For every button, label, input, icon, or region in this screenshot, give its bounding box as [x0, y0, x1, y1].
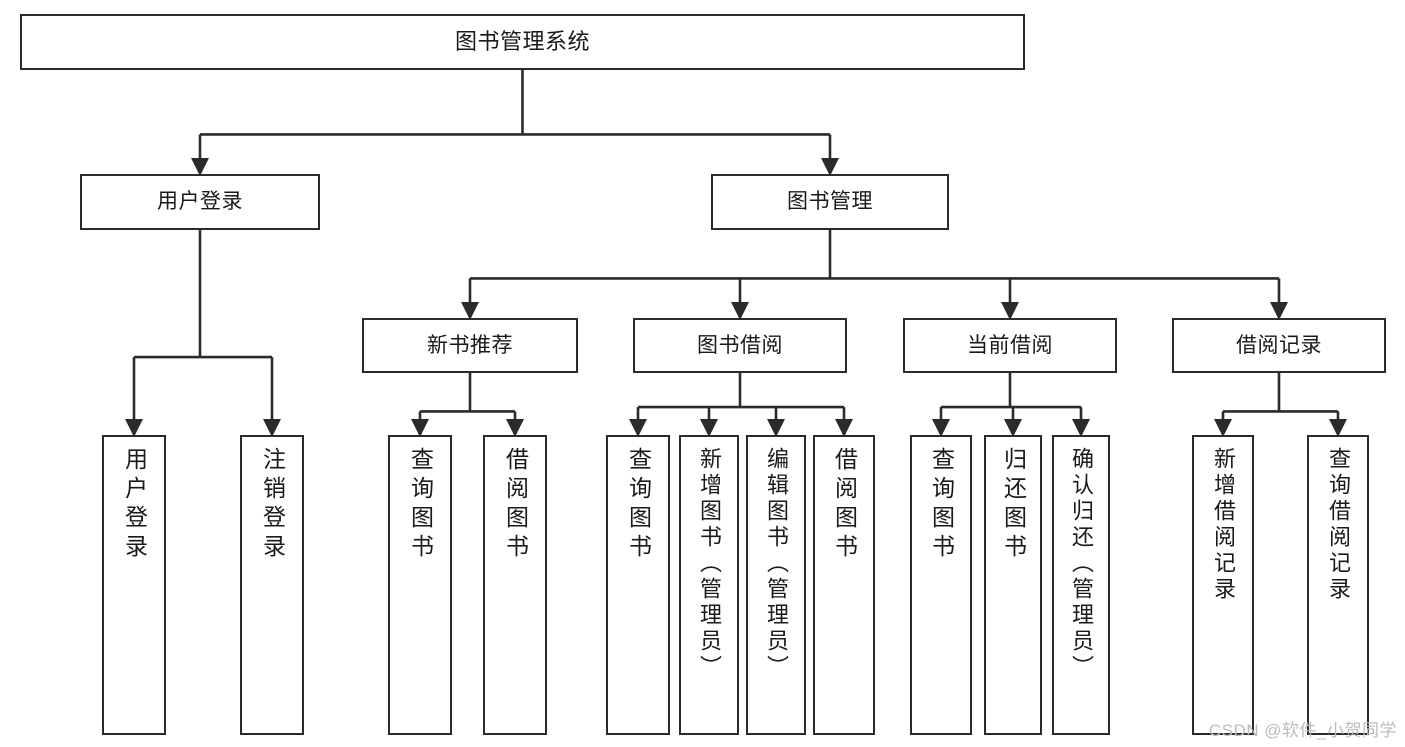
node-label-leaf9: 查询图书 [928, 447, 955, 563]
node-leaf2[interactable]: 注销登录 [240, 435, 304, 735]
node-records[interactable]: 借阅记录 [1172, 318, 1386, 373]
node-label-leaf4: 借阅图书 [502, 447, 529, 563]
node-label-current: 当前借阅 [967, 333, 1053, 357]
node-label-leaf2: 注销登录 [259, 447, 286, 563]
node-label-bookmgmt: 图书管理 [787, 190, 873, 214]
node-label-leaf12: 新增借阅记录 [1211, 447, 1236, 603]
node-bookmgmt[interactable]: 图书管理 [711, 174, 949, 230]
node-label-root: 图书管理系统 [454, 28, 590, 54]
node-label-leaf6: 新增图书（管理员） [697, 447, 722, 681]
node-label-records: 借阅记录 [1236, 333, 1322, 357]
node-root[interactable]: 图书管理系统 [20, 14, 1025, 70]
watermark-label: CSDN @软件_小贺同学 [1208, 721, 1397, 740]
node-leaf3[interactable]: 查询图书 [388, 435, 452, 735]
node-login[interactable]: 用户登录 [80, 174, 320, 230]
node-leaf5[interactable]: 查询图书 [606, 435, 670, 735]
node-label-leaf5: 查询图书 [625, 447, 652, 563]
node-leaf6[interactable]: 新增图书（管理员） [679, 435, 739, 735]
node-borrow[interactable]: 图书借阅 [633, 318, 847, 373]
node-leaf13[interactable]: 查询借阅记录 [1307, 435, 1369, 735]
node-label-newbook: 新书推荐 [427, 333, 513, 357]
node-leaf4[interactable]: 借阅图书 [483, 435, 547, 735]
node-leaf10[interactable]: 归还图书 [984, 435, 1042, 735]
node-leaf11[interactable]: 确认归还（管理员） [1052, 435, 1110, 735]
node-label-leaf8: 借阅图书 [831, 447, 858, 563]
node-label-leaf1: 用户登录 [121, 447, 148, 563]
node-leaf8[interactable]: 借阅图书 [813, 435, 875, 735]
node-newbook[interactable]: 新书推荐 [362, 318, 578, 373]
node-label-leaf11: 确认归还（管理员） [1069, 447, 1094, 681]
node-label-leaf10: 归还图书 [1000, 447, 1027, 563]
edge-group [124, 70, 1348, 438]
node-label-leaf3: 查询图书 [407, 447, 434, 563]
node-label-leaf13: 查询借阅记录 [1326, 447, 1351, 603]
node-label-borrow: 图书借阅 [697, 333, 783, 357]
node-label-leaf7: 编辑图书（管理员） [764, 447, 789, 681]
node-leaf12[interactable]: 新增借阅记录 [1192, 435, 1254, 735]
node-leaf1[interactable]: 用户登录 [102, 435, 166, 735]
node-leaf7[interactable]: 编辑图书（管理员） [746, 435, 806, 735]
node-label-login: 用户登录 [157, 190, 243, 214]
node-leaf9[interactable]: 查询图书 [910, 435, 972, 735]
node-current[interactable]: 当前借阅 [903, 318, 1117, 373]
